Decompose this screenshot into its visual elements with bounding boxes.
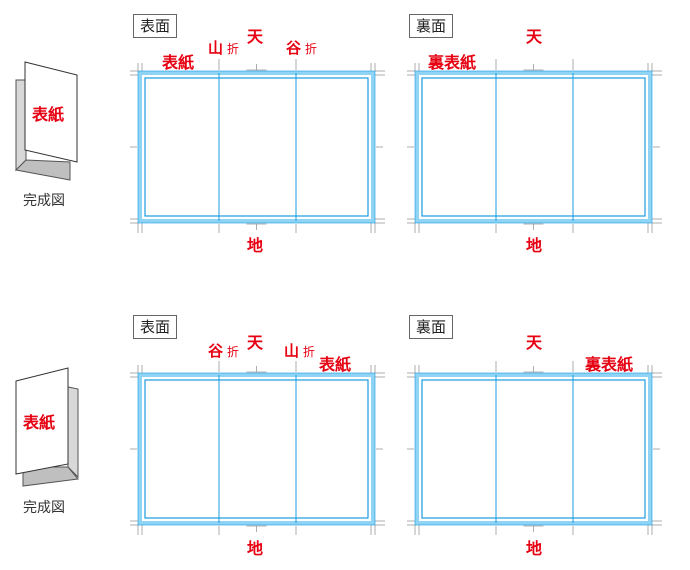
safe-area-line	[421, 77, 646, 217]
fold-label: 折	[304, 42, 317, 56]
mountain-label: 山	[208, 39, 224, 57]
fold-label: 折	[226, 345, 239, 359]
cover-label-1: 表紙	[162, 53, 195, 72]
top-label-1: 天	[247, 27, 264, 46]
bleed-line	[137, 70, 376, 224]
fold-label: 折	[226, 42, 239, 56]
mountain-fold-label-1: 山 折	[208, 37, 239, 58]
bleed-line	[137, 372, 376, 526]
back-cover-label-2: 裏表紙	[585, 355, 634, 374]
bottom-label-2: 地	[526, 236, 543, 255]
bottom-label-4: 地	[526, 539, 543, 558]
front-side-tag-2: 表面	[133, 315, 178, 339]
valley-label: 谷	[208, 342, 224, 360]
front-side-tag-1: 表面	[133, 14, 178, 38]
cover-label-illustration-2: 表紙	[23, 413, 56, 432]
top-label-3: 天	[247, 333, 264, 352]
mountain-fold-label-2: 山 折	[284, 340, 315, 361]
back-layout-panel-1	[407, 59, 662, 233]
top-label-2: 天	[526, 27, 543, 46]
bleed-area	[415, 373, 652, 525]
bleed-line	[414, 70, 653, 224]
front-layout-panel-2	[130, 361, 385, 535]
bleed-area	[138, 373, 375, 525]
bleed-area	[138, 71, 375, 223]
valley-fold-label-1: 谷 折	[286, 37, 317, 58]
finished-fold-illustration-1	[14, 61, 78, 181]
finished-fold-illustration-2	[15, 367, 79, 487]
safe-area-line	[421, 379, 646, 519]
back-side-tag-2: 裏面	[409, 315, 454, 339]
finished-caption-1: 完成図	[23, 193, 65, 209]
bleed-area	[415, 71, 652, 223]
back-layout-panel-2	[407, 361, 662, 535]
finished-caption-2: 完成図	[23, 500, 65, 516]
bottom-label-1: 地	[247, 236, 264, 255]
bottom-label-3: 地	[247, 539, 264, 558]
cover-label-2: 表紙	[319, 355, 352, 374]
fold-label: 折	[302, 345, 315, 359]
back-side-tag-1: 裏面	[409, 14, 454, 38]
top-label-4: 天	[526, 333, 543, 352]
back-cover-label-1: 裏表紙	[428, 53, 477, 72]
safe-area-line	[144, 379, 369, 519]
bleed-line	[414, 372, 653, 526]
mountain-label: 山	[284, 342, 300, 360]
safe-area-line	[144, 77, 369, 217]
front-layout-panel-1	[130, 59, 385, 233]
valley-label: 谷	[286, 39, 302, 57]
valley-fold-label-2: 谷 折	[208, 340, 239, 361]
cover-label-illustration-1: 表紙	[32, 105, 65, 124]
